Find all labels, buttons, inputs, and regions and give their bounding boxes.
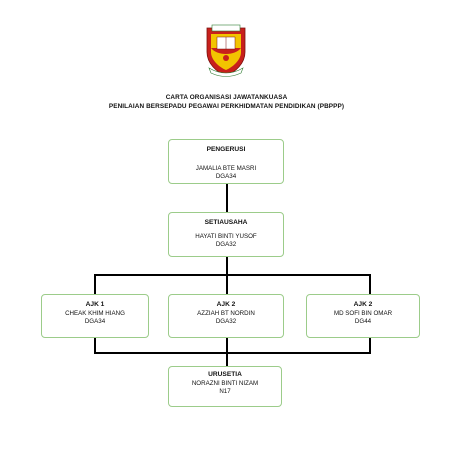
chart-title: CARTA ORGANISASI JAWATANKUASA xyxy=(165,94,288,101)
node-member-3-title: AJK 2 xyxy=(353,301,373,308)
node-clerk: URUSETIA NORAZNI BINTI NIZAM N17 xyxy=(168,366,282,407)
connector-members-bar-top xyxy=(94,274,371,276)
connector-members-clerk xyxy=(226,338,228,366)
school-crest-logo xyxy=(206,24,246,77)
node-secretary-name: HAYATI BINTI YUSOF xyxy=(195,232,257,240)
node-member-1-name: CHEAK KHIM HIANG xyxy=(65,309,125,317)
node-member-2-grade: DGA32 xyxy=(215,318,237,326)
node-member-3-grade: DG44 xyxy=(354,318,372,326)
node-chair-name: JAMALIA BTE MASRI xyxy=(195,164,257,172)
node-clerk-title: URUSETIA xyxy=(208,371,242,378)
node-member-1-title: AJK 1 xyxy=(85,301,105,308)
node-secretary-grade: DGA32 xyxy=(215,241,237,249)
node-clerk-name: NORAZNI BINTI NIZAM xyxy=(191,379,259,387)
connector-member1-bottom xyxy=(94,338,96,353)
connector-chair-secretary xyxy=(226,184,228,212)
node-member-2-name: AZZIAH BT NORDIN xyxy=(197,309,255,317)
node-member-2: AJK 2 AZZIAH BT NORDIN DGA32 xyxy=(168,294,284,338)
node-chair-title: PENGERUSI xyxy=(206,146,246,153)
node-chair: PENGERUSI JAMALIA BTE MASRI DGA34 xyxy=(168,139,284,184)
connector-members-bar-bottom xyxy=(94,352,371,354)
node-member-3: AJK 2 MD SOFI BIN OMAR DG44 xyxy=(306,294,420,338)
node-clerk-grade: N17 xyxy=(219,388,231,396)
chart-subtitle: PENILAIAN BERSEPADU PEGAWAI PERKHIDMATAN… xyxy=(108,103,345,110)
node-member-1-grade: DGA34 xyxy=(84,318,106,326)
connector-member3-top xyxy=(369,274,371,294)
connector-member1-top xyxy=(94,274,96,294)
node-member-2-title: AJK 2 xyxy=(216,301,236,308)
node-member-1: AJK 1 CHEAK KHIM HIANG DGA34 xyxy=(41,294,149,338)
node-chair-grade: DGA34 xyxy=(215,173,237,181)
connector-member3-bottom xyxy=(369,338,371,353)
node-secretary: SETIAUSAHA HAYATI BINTI YUSOF DGA32 xyxy=(168,212,284,257)
node-secretary-title: SETIAUSAHA xyxy=(204,219,248,226)
node-member-3-name: MD SOFI BIN OMAR xyxy=(333,309,393,317)
